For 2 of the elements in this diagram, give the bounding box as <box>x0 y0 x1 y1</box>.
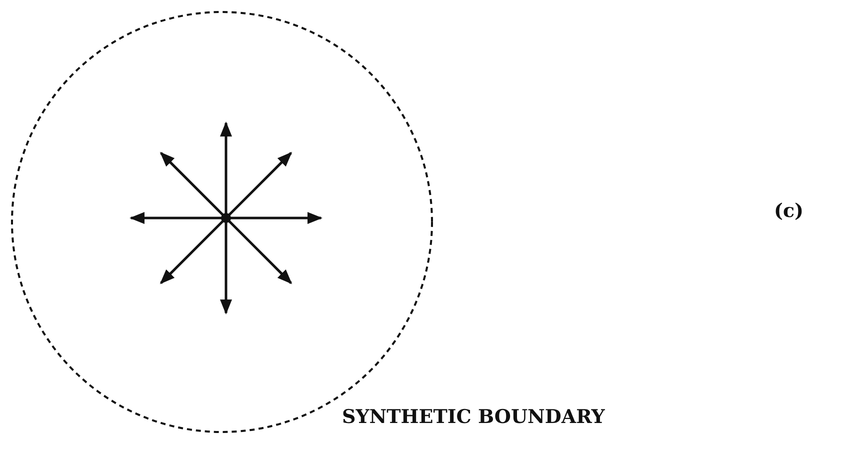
label-text: (c) <box>774 200 804 222</box>
label-text: SYNTHETIC BOUNDARY <box>342 406 605 428</box>
